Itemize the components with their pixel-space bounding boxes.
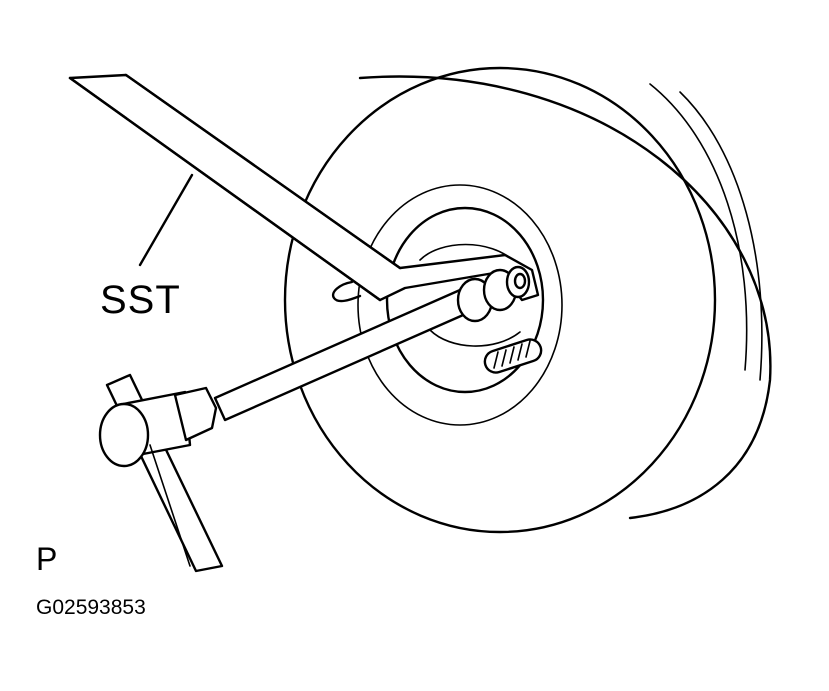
drum [283, 66, 772, 534]
sst-leader-line [138, 173, 194, 267]
sst-tool [68, 73, 540, 302]
figure-code: G02593853 [36, 596, 146, 619]
sst-label: SST [100, 278, 181, 322]
extension-bar [213, 265, 531, 422]
drum-face [283, 66, 717, 534]
hub [357, 184, 563, 426]
drum-bolt [483, 338, 543, 374]
view-label: P [36, 541, 58, 577]
t-handle [98, 373, 224, 573]
drum-notch [331, 280, 362, 303]
